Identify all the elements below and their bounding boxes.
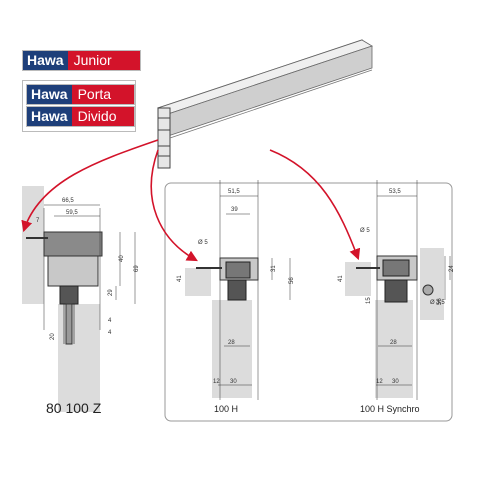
dim-mid-thick: 30: [230, 379, 237, 385]
arrow-to-mid: [150, 149, 198, 262]
wall-block: [22, 186, 44, 304]
dim-mid-side: 41: [177, 275, 183, 282]
arrow-to-right: [269, 149, 361, 261]
dim-left-height1: 40: [119, 255, 125, 262]
dim-mid-gap: 12: [213, 379, 220, 385]
dim-right-door: 28: [390, 340, 397, 346]
label-left-models: 80 100 Z: [46, 400, 102, 416]
dim-mid-inner: 39: [231, 207, 238, 213]
dim-left-s1: 4: [108, 318, 112, 324]
left-track-section: [26, 208, 103, 345]
door-panel-right: [375, 300, 413, 398]
dim-left-offset: 7: [36, 218, 40, 224]
wall-block-mid: [185, 268, 211, 296]
mid-track-section: [196, 257, 259, 301]
dim-left-height2: 69: [134, 265, 140, 272]
dim-mid-door: 28: [228, 340, 235, 346]
dim-right-side: 41: [338, 275, 344, 282]
hawa-junior-logo: Hawa Junior: [22, 50, 141, 71]
hawa-divido-logo: Hawa Divido: [26, 106, 135, 127]
logo-model: Divido: [71, 107, 134, 126]
side-block-right: [420, 248, 444, 320]
label-mid-model: 100 H: [214, 404, 239, 414]
dim-left-height3: 29: [108, 289, 114, 296]
dim-left-width: 66,5: [62, 198, 74, 204]
dim-right-h1: 24: [449, 265, 455, 272]
dim-right-width: 53,5: [389, 189, 401, 195]
dim-right-hole: Ø 5: [360, 228, 370, 234]
dim-right-gap: 12: [376, 379, 383, 385]
door-panel-left: [58, 304, 100, 412]
dim-mid-h2: 56: [289, 277, 295, 284]
dim-right-low: 15: [366, 297, 372, 304]
logo-brand: Hawa: [27, 107, 72, 126]
logo-brand: Hawa: [23, 51, 68, 70]
door-panel-mid: [212, 300, 252, 398]
dim-mid-width: 51,5: [228, 189, 240, 195]
label-right-model: 100 H Synchro: [360, 404, 420, 414]
dim-right-thick: 30: [392, 379, 399, 385]
arrow-to-left: [21, 139, 159, 233]
dim-left-inner: 59,5: [66, 210, 78, 216]
logo-model: Porta: [71, 85, 134, 104]
dim-right-h2: 56: [437, 298, 443, 305]
drawing-frame: [164, 182, 453, 422]
dim-left-s2: 4: [108, 330, 112, 336]
rail-profile-3d: [157, 39, 373, 169]
dim-left-gap: 20: [50, 333, 56, 340]
right-track-section: [356, 255, 434, 303]
logo-model: Junior: [67, 51, 140, 70]
dim-mid-hole: Ø 5: [198, 240, 208, 246]
hawa-porta-logo: Hawa Porta: [26, 84, 135, 105]
logo-brand: Hawa: [27, 85, 72, 104]
dim-mid-h1: 31: [271, 265, 277, 272]
dim-right-pin: Ø 3,5: [430, 300, 445, 306]
